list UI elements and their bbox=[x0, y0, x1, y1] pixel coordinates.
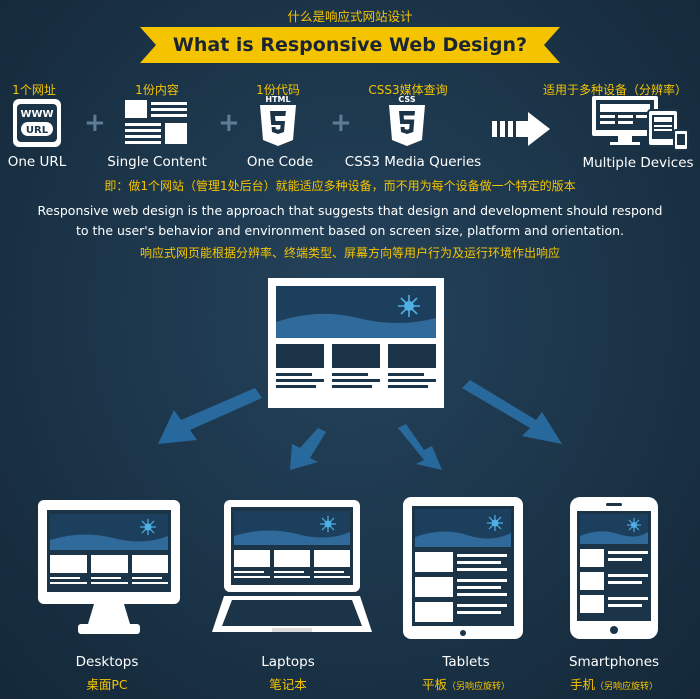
website-mockup bbox=[268, 278, 444, 408]
step-5-cn: 适用于多种设备（分辨率） bbox=[542, 83, 688, 97]
banner-title: What is Responsive Web Design? bbox=[172, 34, 528, 56]
multiple-devices-icon bbox=[592, 96, 689, 151]
device-label-smartphones: Smartphones bbox=[568, 654, 660, 670]
step-4-en: CSS3 Media Queries bbox=[344, 154, 482, 170]
svg-text:CSS: CSS bbox=[398, 95, 415, 104]
plus-icon: + bbox=[218, 108, 240, 138]
device-label-desktops: Desktops bbox=[75, 654, 139, 670]
css3-icon: CSS bbox=[389, 95, 425, 146]
step-3-cn: 1份代码 bbox=[256, 83, 300, 97]
title-banner: What is Responsive Web Design? bbox=[140, 27, 560, 63]
tablet-device-icon bbox=[403, 497, 523, 639]
step-2-en: Single Content bbox=[107, 154, 207, 170]
description-line-1: Responsive web design is the approach th… bbox=[37, 203, 663, 218]
smartphone-device-icon bbox=[570, 497, 658, 639]
svg-text:HTML: HTML bbox=[265, 95, 290, 104]
arrow-tablets-icon bbox=[398, 424, 442, 470]
html5-icon: HTML bbox=[260, 95, 296, 146]
plus-icon: + bbox=[330, 108, 352, 138]
arrow-laptops-icon bbox=[290, 428, 326, 470]
step-4-cn: CSS3媒体查询 bbox=[368, 83, 448, 97]
device-sub-smartphones: 手机（另响应旋转） bbox=[569, 677, 659, 692]
plus-icon: + bbox=[84, 108, 106, 138]
description-line-2: to the user's behavior and environment b… bbox=[76, 223, 624, 238]
description-cn: 响应式网页能根据分辨率、终端类型、屏幕方向等用户行为及运行环境作出响应 bbox=[139, 246, 561, 260]
content-layout-icon bbox=[125, 100, 187, 144]
step-2-cn: 1份内容 bbox=[135, 83, 179, 97]
arrow-right-icon bbox=[492, 112, 550, 146]
svg-text:WWW: WWW bbox=[20, 109, 53, 120]
device-label-laptops: Laptops bbox=[261, 654, 315, 670]
device-label-tablets: Tablets bbox=[442, 654, 490, 670]
www-url-icon: WWW URL bbox=[13, 99, 61, 147]
top-title: 什么是响应式网站设计 bbox=[287, 9, 413, 24]
arrow-desktops-icon bbox=[158, 388, 262, 444]
step-3-en: One Code bbox=[246, 154, 314, 170]
laptop-device-icon bbox=[212, 500, 372, 632]
sun-icon bbox=[398, 295, 420, 317]
device-sub-laptops: 笔记本 bbox=[269, 677, 307, 692]
desktop-device-icon bbox=[38, 500, 180, 634]
arrow-smartphones-icon bbox=[462, 380, 562, 444]
distribution-arrows bbox=[158, 380, 562, 470]
step-1-en: One URL bbox=[7, 154, 67, 170]
banner-shape bbox=[140, 27, 560, 63]
step-1-cn: 1个网址 bbox=[12, 83, 56, 97]
summary-cn: 即：做1个网站（管理1处后台）就能适应多种设备，而不用为每个设备做一个特定的版本 bbox=[104, 179, 576, 193]
device-sub-tablets: 平板（另响应旋转） bbox=[421, 677, 511, 692]
step-5-en: Multiple Devices bbox=[582, 155, 694, 171]
device-sub-desktops: 桌面PC bbox=[86, 677, 128, 692]
svg-text:URL: URL bbox=[26, 125, 49, 136]
